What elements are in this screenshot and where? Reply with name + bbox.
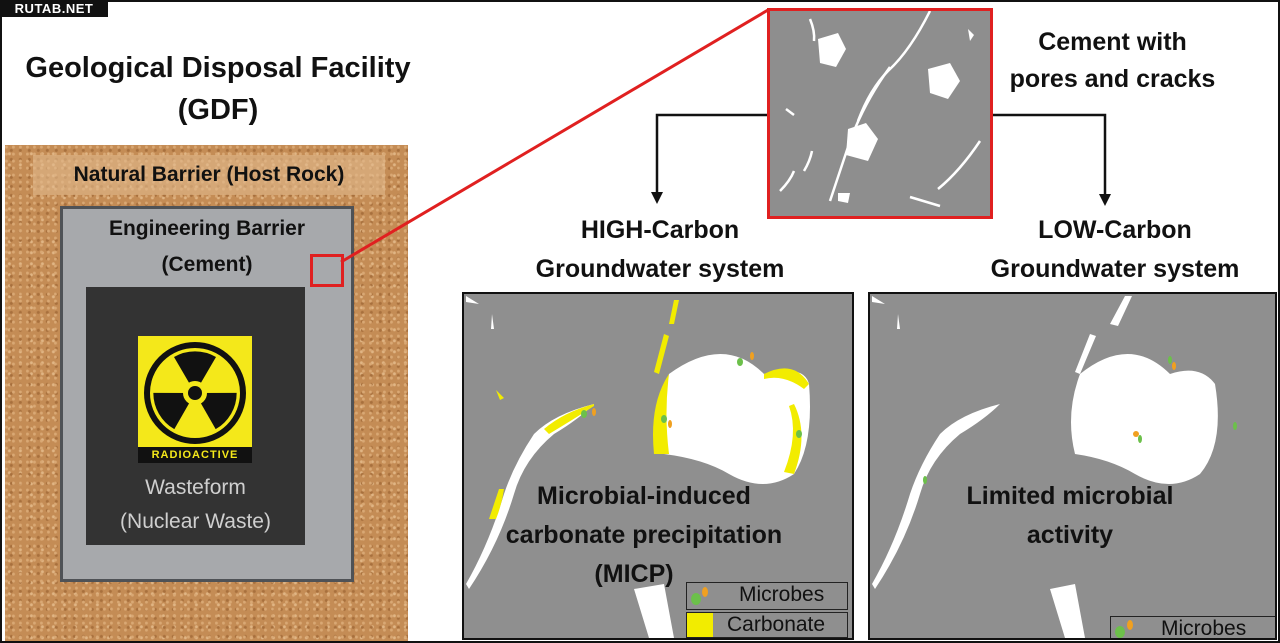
arrow-high-carbon — [655, 113, 767, 195]
micp-desc-line3: (MICP) — [594, 560, 674, 588]
radioactive-sign — [138, 336, 252, 463]
high-carbon-subtitle: Groundwater system — [535, 255, 785, 283]
micp-illustration — [466, 296, 810, 638]
carbonate-swatch — [687, 613, 713, 637]
natural-barrier-label: Natural Barrier (Host Rock) — [33, 155, 385, 195]
legend-microbes-label: Microbes — [1161, 617, 1247, 640]
legend-microbes: Microbes — [686, 582, 848, 610]
cement-detail-line1: Cement with — [1038, 28, 1187, 56]
cement-pores-detail — [767, 8, 993, 219]
engineering-barrier-label: Engineering Barrier — [108, 217, 306, 240]
limited-desc-line1: Limited microbial — [966, 482, 1174, 510]
nuclear-waste-label: (Nuclear Waste) — [120, 510, 271, 533]
zoom-region-marker — [310, 254, 344, 287]
pores-cracks-illustration — [779, 10, 982, 208]
high-carbon-panel: Microbial-induced carbonate precipitatio… — [462, 292, 854, 640]
micp-desc-line1: Microbial-induced — [537, 482, 751, 510]
zoom-line — [340, 8, 769, 264]
cement-label: (Cement) — [161, 253, 253, 276]
legend-microbes: Microbes — [1110, 616, 1275, 640]
micp-desc-line2: carbonate precipitation — [505, 521, 783, 549]
legend-carbonate: Carbonate — [686, 612, 848, 638]
wasteform-label: Wasteform — [145, 476, 246, 499]
low-carbon-panel: Limited microbial activity Microbes — [868, 292, 1277, 640]
limited-activity-illustration — [872, 296, 1237, 638]
high-carbon-title: HIGH-Carbon — [580, 216, 740, 244]
arrowhead-icon — [651, 192, 663, 204]
radiation-trefoil-icon — [138, 342, 252, 463]
title-line2: (GDF) — [177, 94, 259, 126]
title-line1: Geological Disposal Facility — [25, 52, 411, 84]
legend-carbonate-label: Carbonate — [727, 613, 826, 636]
low-carbon-title: LOW-Carbon — [1038, 216, 1192, 244]
arrowhead-icon — [1099, 194, 1111, 206]
limited-desc-line2: activity — [1026, 521, 1114, 549]
legend-microbes-label: Microbes — [739, 583, 825, 606]
radioactive-label: RADIOACTIVE — [151, 449, 239, 461]
cement-detail-line2: pores and cracks — [1009, 65, 1216, 93]
microbe-icon — [1115, 620, 1133, 638]
microbe-icon — [691, 587, 708, 605]
arrow-low-carbon — [993, 113, 1107, 197]
low-carbon-subtitle: Groundwater system — [990, 255, 1240, 283]
watermark: RUTAB.NET — [0, 0, 108, 17]
